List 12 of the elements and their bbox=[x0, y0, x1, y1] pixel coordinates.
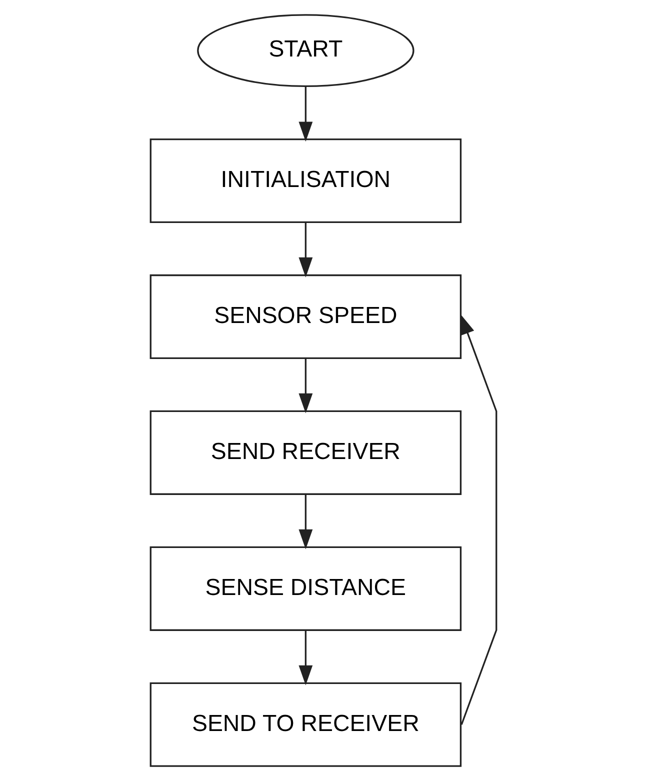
arrow bbox=[298, 222, 312, 278]
node-box: SEND TO RECEIVER bbox=[149, 682, 462, 767]
node-box: SENSOR SPEED bbox=[149, 274, 462, 359]
arrow bbox=[298, 358, 312, 414]
arrow bbox=[298, 494, 312, 550]
arrow bbox=[298, 86, 312, 142]
node-box: INITIALISATION bbox=[149, 138, 462, 224]
arrow bbox=[460, 314, 497, 725]
node-ellipse: START bbox=[196, 14, 414, 88]
node-box: SENSE DISTANCE bbox=[149, 546, 462, 631]
arrow bbox=[298, 630, 312, 686]
node-box: SEND RECEIVER bbox=[149, 410, 462, 495]
